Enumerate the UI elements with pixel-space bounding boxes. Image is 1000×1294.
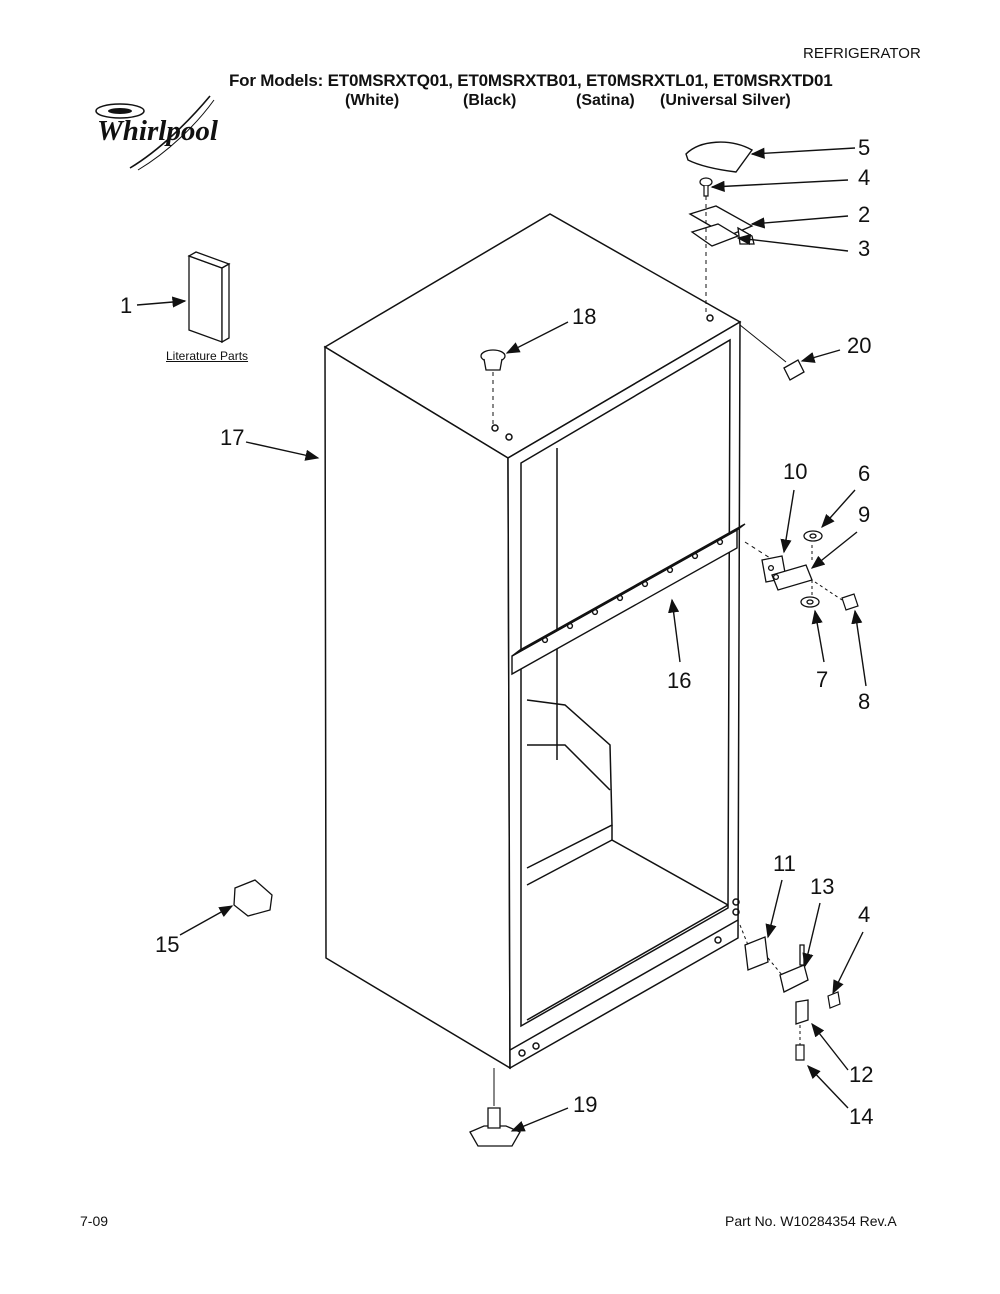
callout-18: 18 [572,304,596,329]
logo-wordmark: Whirlpool [97,115,219,147]
bottom-hinge-screw [827,991,841,1009]
callout-11: 11 [773,851,796,876]
callout-5: 5 [858,135,870,160]
bottom-screw [795,1044,805,1061]
callout-19: 19 [573,1092,597,1117]
accessory-clip [233,879,273,917]
callout-13: 13 [810,874,834,899]
center-hinge-screw [841,593,859,611]
center-rail [511,523,746,676]
top-hinge-cap [685,141,754,173]
literature-parts-label: Literature Parts [166,349,249,363]
footer-part-number: Part No. W10284354 Rev.A [725,1213,897,1229]
center-hinge [761,555,813,591]
center-hinge-washer-bottom [800,596,820,608]
center-hinge-washer-top [803,530,823,542]
callout-1: 1 [120,293,132,318]
whirlpool-logo: Whirlpool [95,95,219,171]
literature-booklet [187,251,231,344]
callout-20: 20 [847,333,871,358]
variant-black: (Black) [463,92,517,109]
callout-12: 12 [849,1062,873,1087]
callout-8: 8 [858,689,870,714]
callout-14: 14 [849,1104,873,1129]
callout-6: 6 [858,461,870,486]
bottom-hinge [779,944,809,993]
leveling-leg [469,1107,521,1147]
top-plug [480,349,506,371]
models-line: For Models: ET0MSRXTQ01, ET0MSRXTB01, ET… [229,71,833,90]
leader-arrows [136,147,867,1132]
callout-15: 15 [155,932,179,957]
callout-10: 10 [783,459,807,484]
refrigerator-cabinet [323,213,742,1070]
callout-7: 7 [816,667,828,692]
footer-date: 7-09 [80,1213,109,1229]
callout-16: 16 [667,668,691,693]
category-label: REFRIGERATOR [803,45,921,62]
callout-3: 3 [858,236,870,261]
callout-17: 17 [220,425,244,450]
callout-2: 2 [858,202,870,227]
variant-satina: (Satina) [576,92,635,109]
variant-universal-silver: (Universal Silver) [660,92,791,109]
bottom-hinge-pin [795,999,809,1025]
callout-4-top: 4 [858,165,870,190]
variant-white: (White) [345,92,400,109]
callout-9: 9 [858,502,870,527]
hinge-hole-plug [783,359,805,381]
callout-4-bottom: 4 [858,902,870,927]
top-hinge-screw [699,177,713,197]
bottom-hinge-shim [744,936,769,971]
